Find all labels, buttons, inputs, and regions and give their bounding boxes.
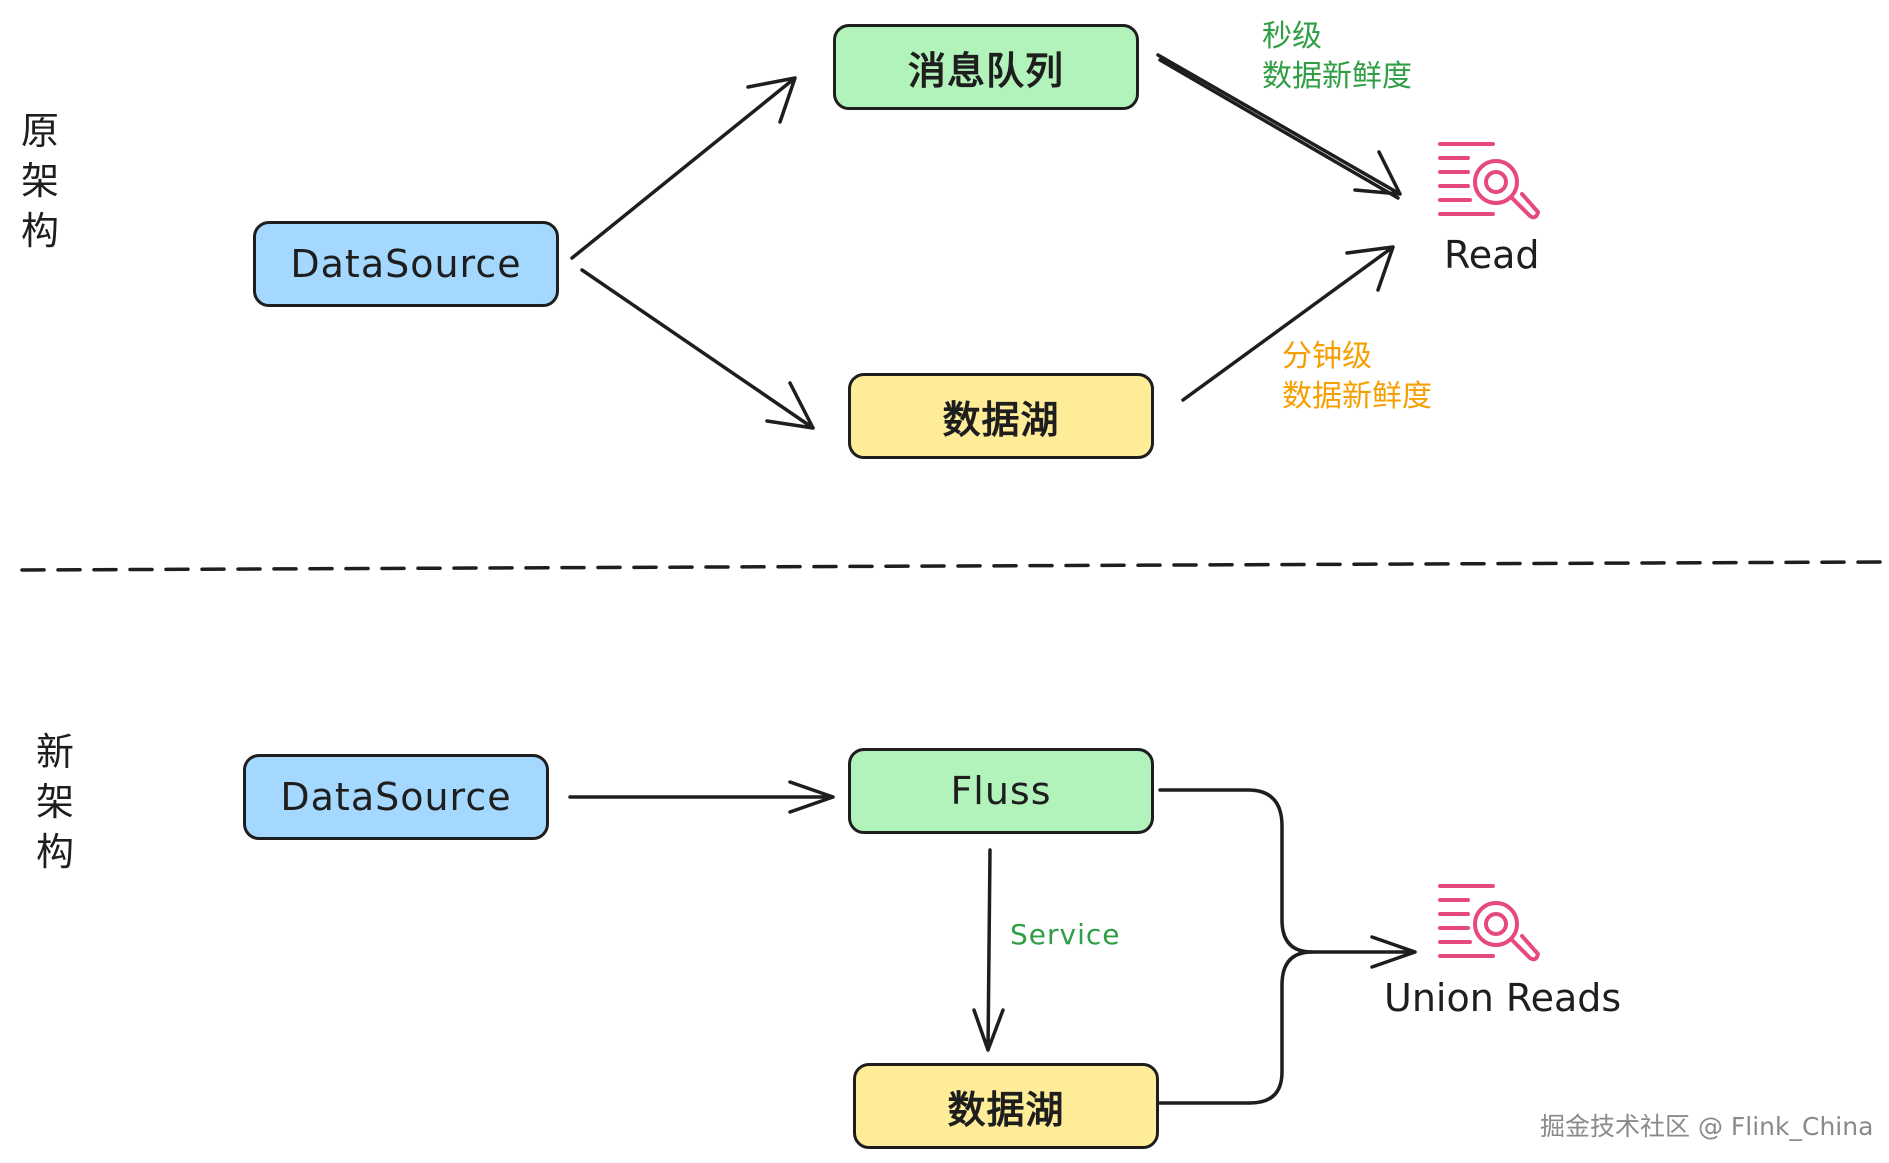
minute-level-text: 分钟级 [1282, 339, 1372, 374]
minute-freshness-text: 数据新鲜度 [1282, 379, 1432, 414]
search-document-icon [1438, 142, 1541, 220]
arrow-message-queue-to-read [1156, 53, 1402, 200]
connector-fluss-to-merge [1158, 788, 1314, 954]
search-document-icon [1438, 884, 1541, 962]
second-level-text: 秒级 [1262, 19, 1322, 54]
arrow-data-lake-to-read [1181, 245, 1395, 402]
minute-freshness-annotation: 分钟级 数据新鲜度 [1282, 337, 1432, 417]
arrow-merge-to-union-reads [1310, 935, 1417, 969]
old-data-lake-node: 数据湖 [848, 373, 1154, 459]
old-architecture-label: 原架构 [20, 109, 59, 253]
read-label: Read [1444, 233, 1540, 277]
section-divider [20, 560, 1882, 572]
second-freshness-text: 数据新鲜度 [1262, 59, 1412, 94]
arrow-fluss-to-data-lake [972, 848, 1005, 1052]
old-datasource-node: DataSource [253, 221, 559, 307]
second-freshness-annotation: 秒级 数据新鲜度 [1262, 17, 1412, 97]
connector-data-lake-to-merge [1158, 950, 1314, 1105]
arrow-datasource-to-data-lake [580, 268, 815, 430]
new-data-lake-node: 数据湖 [853, 1063, 1159, 1149]
union-reads-label: Union Reads [1384, 976, 1622, 1020]
new-architecture-label: 新架构 [35, 730, 74, 874]
fluss-node: Fluss [848, 748, 1154, 834]
arrow-datasource-to-message-queue [570, 76, 797, 260]
service-label: Service [1010, 918, 1121, 951]
arrow-datasource-to-fluss [568, 780, 835, 814]
new-datasource-node: DataSource [243, 754, 549, 840]
watermark: 掘金技术社区 @ Flink_China [1540, 1112, 1874, 1141]
message-queue-node: 消息队列 [833, 24, 1139, 110]
